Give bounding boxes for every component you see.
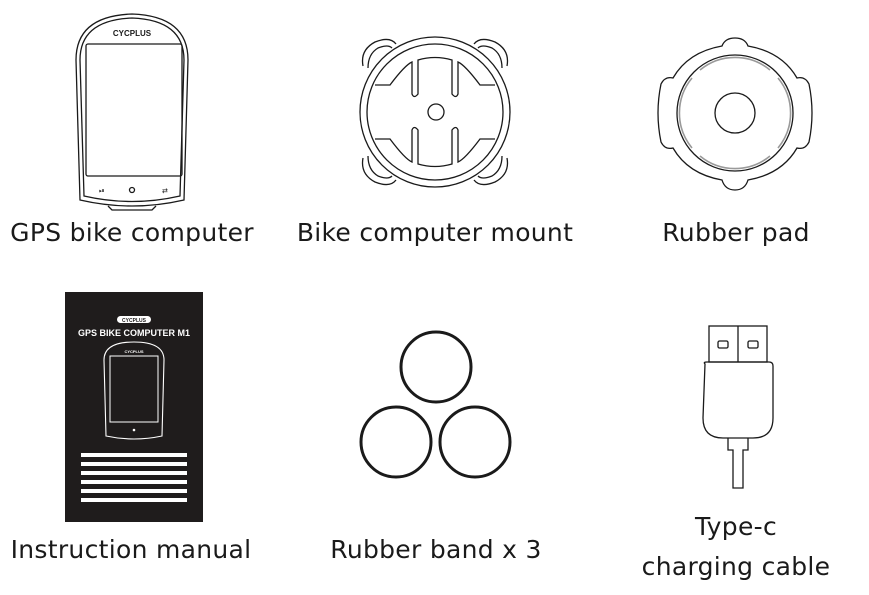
svg-text:CYCPLUS: CYCPLUS (124, 349, 143, 354)
rubber-band-3 (438, 405, 512, 479)
cycle-button-icon: ⇄ (162, 187, 168, 195)
rubber-band-2 (359, 405, 433, 479)
manual-brand: CYCPLUS (122, 318, 147, 324)
label-rubber-band: Rubber band x 3 (330, 535, 542, 564)
manual-cover-title: GPS BIKE COMPUTER M1 (78, 328, 190, 338)
bike-computer-mount-illustration (359, 36, 511, 188)
label-type-c: Type-c (695, 512, 777, 541)
label-charging-cable: charging cable (641, 552, 831, 581)
device-brand: CYCPLUS (113, 29, 152, 38)
play-pause-button-icon: ⏯ (99, 187, 105, 195)
rubber-pad-illustration (657, 37, 813, 191)
type-c-cable-illustration (702, 325, 774, 489)
gps-bike-computer-illustration: CYCPLUS ⏯ ⇄ (75, 13, 189, 211)
instruction-manual-illustration: CYCPLUS GPS BIKE COMPUTER M1 CYCPLUS (65, 292, 203, 522)
label-rubber-pad: Rubber pad (662, 218, 810, 247)
label-gps-bike-computer: GPS bike computer (10, 218, 254, 247)
power-button-icon (128, 186, 136, 194)
rubber-bands-illustration (359, 330, 512, 479)
label-bike-computer-mount: Bike computer mount (296, 218, 574, 247)
label-instruction-manual: Instruction manual (10, 535, 252, 564)
rubber-band-1 (399, 330, 473, 404)
